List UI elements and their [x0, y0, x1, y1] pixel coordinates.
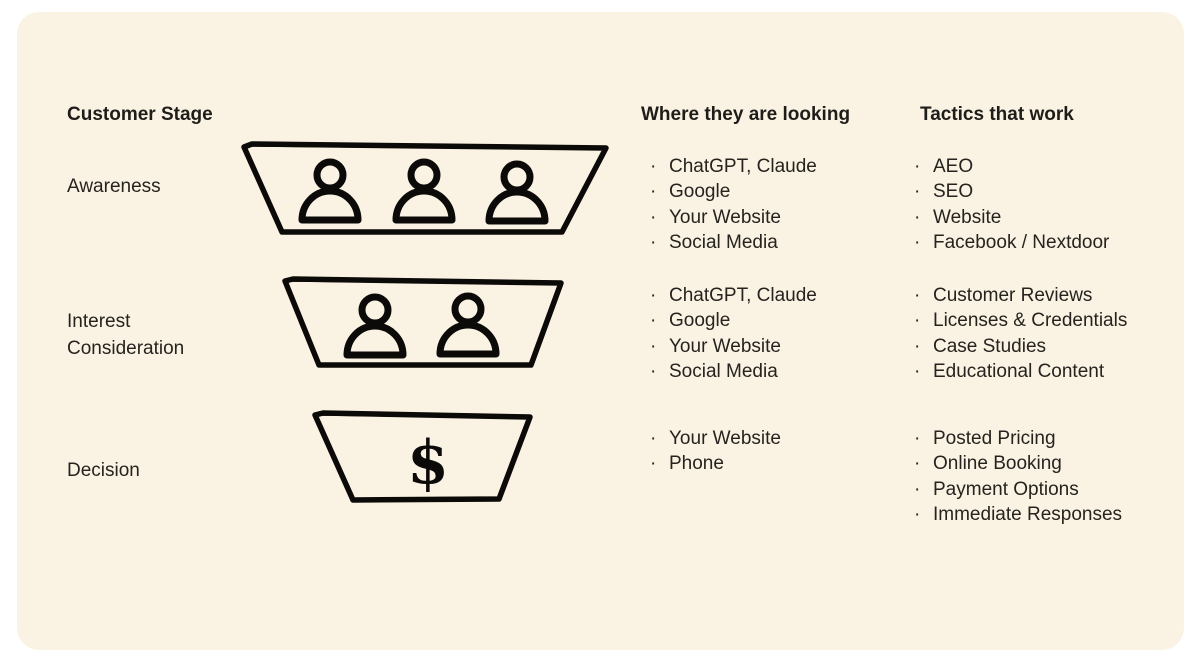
- bullet-dot: ·: [650, 428, 657, 449]
- tactics-list-awareness: ·AEO ·SEO ·Website ·Facebook / Nextdoor: [914, 154, 1109, 256]
- stage-label-interest-consideration: Interest Consideration: [67, 311, 185, 359]
- bullet-dot: ·: [650, 232, 657, 254]
- list-item: ·Website: [914, 205, 1109, 230]
- person-icon: [392, 158, 456, 224]
- list-item: ·Customer Reviews: [914, 283, 1127, 308]
- list-item: ·Educational Content: [914, 359, 1127, 384]
- bullet-dot: ·: [914, 428, 921, 449]
- list-item: ·Payment Options: [914, 477, 1122, 502]
- list-item: ·Your Website: [650, 334, 817, 359]
- list-item: ·Social Media: [650, 359, 817, 384]
- list-item: ·Online Booking: [914, 451, 1122, 476]
- person-icon: [436, 292, 500, 358]
- bullet-dot: ·: [914, 285, 921, 306]
- bullet-dot: ·: [650, 206, 657, 228]
- bullet-dot: ·: [914, 335, 921, 357]
- bullet-dot: ·: [914, 310, 921, 332]
- list-item: ·Google: [650, 179, 817, 204]
- list-item: ·Phone: [650, 451, 781, 476]
- bullet-dot: ·: [650, 285, 657, 306]
- person-icon: [298, 158, 362, 224]
- bullet-dot: ·: [914, 361, 921, 383]
- looking-list-decision: ·Your Website ·Phone: [650, 426, 781, 477]
- list-item: ·Your Website: [650, 426, 781, 451]
- dollar-icon: $: [407, 428, 449, 498]
- stage-label-decision: Decision: [67, 460, 140, 481]
- where-they-are-looking-header: Where they are looking: [641, 104, 851, 125]
- tactics-list-interest: ·Customer Reviews ·Licenses & Credential…: [914, 283, 1127, 385]
- list-item: ·Your Website: [650, 205, 817, 230]
- bullet-dot: ·: [914, 181, 921, 203]
- tactics-that-work-header: Tactics that work: [920, 104, 1074, 125]
- funnel-tier-decision: $: [312, 410, 533, 503]
- list-item: ·Licenses & Credentials: [914, 308, 1127, 333]
- customer-stage-header: Customer Stage: [67, 104, 213, 125]
- list-item: ·ChatGPT, Claude: [650, 154, 817, 179]
- bullet-dot: ·: [650, 453, 657, 475]
- funnel-tier-awareness: [241, 141, 609, 235]
- bullet-dot: ·: [650, 156, 657, 177]
- list-item: ·Social Media: [650, 230, 817, 255]
- list-item: ·Posted Pricing: [914, 426, 1122, 451]
- looking-list-awareness: ·ChatGPT, Claude ·Google ·Your Website ·…: [650, 154, 817, 256]
- list-item: ·AEO: [914, 154, 1109, 179]
- bullet-dot: ·: [914, 156, 921, 177]
- bullet-dot: ·: [650, 335, 657, 357]
- bullet-dot: ·: [914, 478, 921, 500]
- list-item: ·ChatGPT, Claude: [650, 283, 817, 308]
- tactics-list-decision: ·Posted Pricing ·Online Booking ·Payment…: [914, 426, 1122, 528]
- bullet-dot: ·: [914, 206, 921, 228]
- bullet-dot: ·: [914, 232, 921, 254]
- bullet-dot: ·: [650, 310, 657, 332]
- person-icon: [343, 293, 407, 359]
- list-item: ·SEO: [914, 179, 1109, 204]
- funnel-trapezoid: [282, 276, 564, 368]
- bullet-dot: ·: [650, 181, 657, 203]
- list-item: ·Case Studies: [914, 334, 1127, 359]
- bullet-dot: ·: [914, 453, 921, 475]
- list-item: ·Google: [650, 308, 817, 333]
- funnel-tier-interest: [282, 276, 564, 368]
- list-item: ·Immediate Responses: [914, 502, 1122, 527]
- list-item: ·Facebook / Nextdoor: [914, 230, 1109, 255]
- person-icon: [485, 160, 549, 225]
- bullet-dot: ·: [914, 504, 921, 526]
- infographic-card: Customer Stage Where they are looking Ta…: [17, 12, 1184, 650]
- stage-label-awareness: Awareness: [67, 176, 161, 197]
- bullet-dot: ·: [650, 361, 657, 383]
- looking-list-interest: ·ChatGPT, Claude ·Google ·Your Website ·…: [650, 283, 817, 385]
